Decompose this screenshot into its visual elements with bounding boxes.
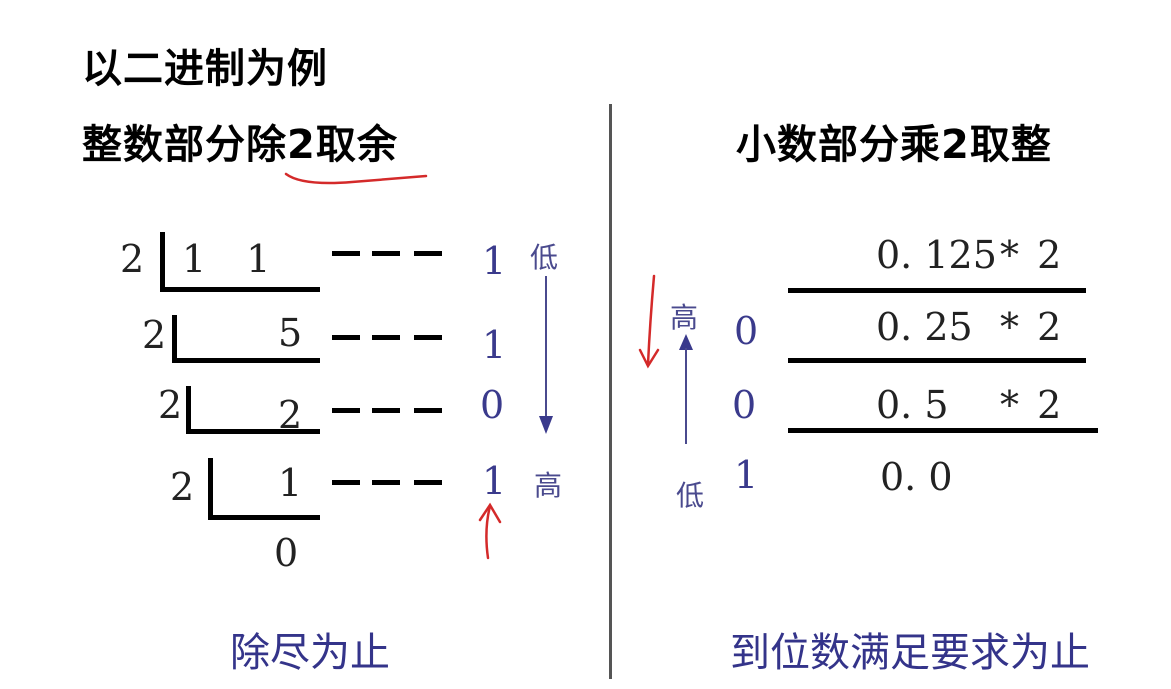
- dividend: 1: [278, 461, 303, 505]
- integer-digit: 1: [734, 453, 759, 497]
- dash: [332, 480, 360, 485]
- dash: [332, 408, 360, 413]
- dividend: 2: [278, 393, 303, 437]
- division-bracket: [208, 458, 213, 520]
- division-bracket: [160, 287, 320, 292]
- division-bracket: [186, 386, 191, 434]
- order-high-label: 高: [534, 469, 563, 502]
- dash: [414, 251, 442, 256]
- integer-digit: 0: [732, 383, 757, 427]
- divisor: 2: [120, 237, 145, 281]
- dash: [372, 251, 400, 256]
- right-subtitle: 小数部分乘2取整: [736, 122, 1052, 168]
- division-bracket: [186, 429, 320, 434]
- divisor: 2: [142, 313, 167, 357]
- division-bracket: [172, 315, 177, 363]
- fraction-value: 0. 125: [876, 233, 997, 277]
- final-quotient: 0: [274, 531, 299, 575]
- division-bracket: [172, 358, 320, 363]
- dash: [372, 408, 400, 413]
- dividend: 5: [278, 311, 303, 355]
- divisor: 2: [158, 383, 183, 427]
- remainder: 0: [480, 383, 505, 427]
- division-bracket: [208, 515, 320, 520]
- dash: [414, 408, 442, 413]
- integer-digit: 0: [734, 309, 759, 353]
- separator-line: [788, 358, 1086, 363]
- arrow-down-icon: [539, 276, 553, 434]
- dash: [372, 480, 400, 485]
- red-arrow-down-icon: [638, 274, 660, 369]
- dash: [332, 335, 360, 340]
- page-title: 以二进制为例: [82, 46, 328, 92]
- fraction-value: 0. 25: [876, 305, 973, 349]
- red-arrow-up-icon: [478, 502, 502, 560]
- order-low-label: 低: [676, 479, 705, 512]
- order-high-label: 高: [670, 301, 699, 334]
- divisor: 2: [170, 465, 195, 509]
- remainder: 1: [482, 459, 507, 503]
- fraction-footer: 到位数满足要求为止: [730, 630, 1090, 676]
- multiply-op: * 2: [1000, 383, 1062, 427]
- remainder: 1: [482, 323, 507, 367]
- dash: [372, 335, 400, 340]
- dividend: 1 1: [182, 237, 271, 281]
- arrow-up-icon: [679, 334, 693, 444]
- multiply-op: * 2: [1000, 305, 1062, 349]
- vertical-divider: [609, 104, 612, 679]
- fraction-value: 0. 5: [876, 383, 949, 427]
- integer-footer: 除尽为止: [230, 630, 390, 676]
- fraction-value: 0. 0: [880, 455, 953, 499]
- order-low-label: 低: [530, 241, 559, 274]
- red-underline-annotation: [284, 172, 428, 185]
- multiply-op: * 2: [1000, 233, 1062, 277]
- separator-line: [788, 288, 1086, 293]
- dash: [414, 335, 442, 340]
- division-bracket: [160, 232, 165, 292]
- remainder: 1: [482, 239, 507, 283]
- dash: [332, 251, 360, 256]
- separator-line: [788, 428, 1098, 433]
- dash: [414, 480, 442, 485]
- left-subtitle: 整数部分除2取余: [82, 122, 398, 168]
